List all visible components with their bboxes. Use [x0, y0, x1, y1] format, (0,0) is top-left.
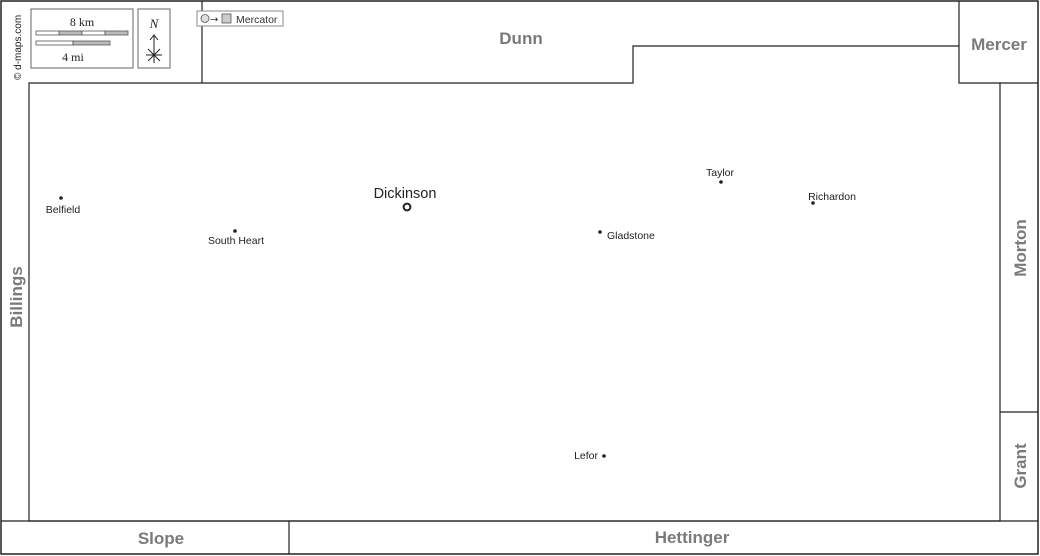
scale-km-label: 8 km	[70, 15, 95, 29]
circle-ring-icon	[402, 202, 412, 212]
county-label-grant: Grant	[1011, 443, 1030, 489]
stark-boundary	[28, 45, 1001, 522]
town-label: Gladstone	[607, 230, 655, 242]
scale-mi-bar	[35, 40, 111, 46]
north-arrow: N	[137, 8, 171, 69]
county-seat-dickinson: Dickinson	[374, 186, 437, 212]
town-label: Lefor	[574, 450, 598, 462]
scale-box	[30, 8, 134, 69]
town-south-heart: South Heart	[208, 229, 264, 247]
town-dot-icon	[233, 229, 237, 233]
town-dot-icon	[59, 196, 63, 200]
scale-bar: 8 km 4 mi	[30, 8, 134, 69]
county-label-morton: Morton	[1011, 219, 1030, 277]
projection-box	[196, 10, 284, 27]
town-dot-icon	[602, 454, 606, 458]
projection-label: Mercator	[236, 14, 278, 26]
north-label: N	[149, 16, 160, 31]
town-belfield: Belfield	[46, 196, 81, 216]
town-label: Taylor	[706, 167, 735, 179]
town-dot-icon	[811, 201, 815, 205]
scale-km-bar	[35, 30, 129, 36]
arrow-icon: →	[210, 15, 218, 26]
town-label: Richardon	[808, 191, 856, 203]
flat-map-icon	[221, 13, 232, 24]
county-label-mercer: Mercer	[971, 35, 1027, 54]
scale-mi-label: 4 mi	[62, 50, 84, 64]
town-dot-icon	[598, 230, 602, 234]
county-label-billings: Billings	[7, 266, 26, 327]
county-seat-label: Dickinson	[374, 186, 437, 202]
credit-text: © d-maps.com	[13, 15, 24, 80]
town-richardon: Richardon	[808, 191, 856, 205]
county-label-dunn: Dunn	[499, 29, 542, 48]
town-taylor: Taylor	[706, 167, 735, 184]
town-dot-icon	[719, 180, 723, 184]
county-label-slope: Slope	[138, 529, 184, 548]
globe-icon	[200, 14, 210, 23]
town-gladstone: Gladstone	[598, 230, 655, 242]
compass-icon	[146, 34, 162, 63]
projection-badge: → Mercator	[196, 10, 284, 27]
town-label: South Heart	[208, 235, 264, 247]
town-lefor: Lefor	[574, 450, 606, 462]
county-label-hettinger: Hettinger	[655, 528, 730, 547]
town-label: Belfield	[46, 204, 81, 216]
